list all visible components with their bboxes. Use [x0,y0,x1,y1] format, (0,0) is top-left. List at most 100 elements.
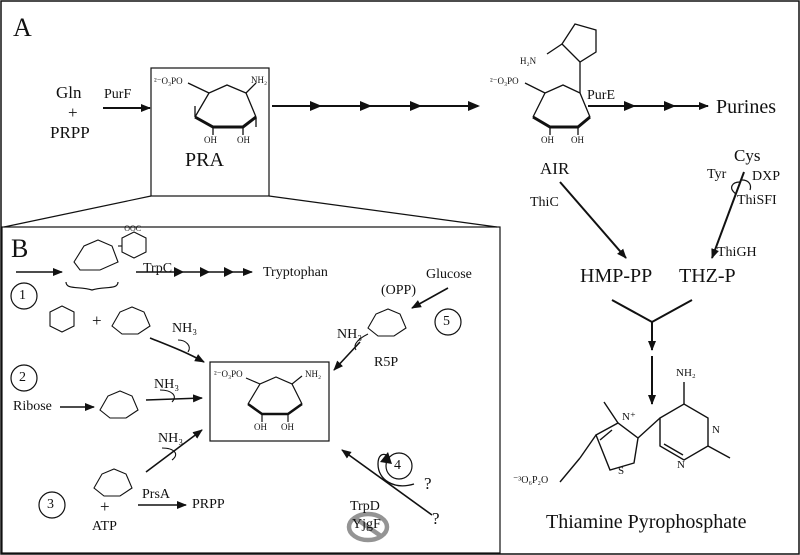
pra-label: PRA [185,149,224,171]
pra-b-nh2-label: NH₂ [305,369,322,379]
trpc-arrowheads [174,267,234,277]
purines-label: Purines [716,96,776,118]
pra-nh2-label: NH₂ [251,75,268,85]
zoom-line-left [3,195,152,228]
tyr-curve [731,181,741,195]
route5-arrow [333,341,361,371]
thiamine-n1-label: N [712,424,720,436]
air-label: AIR [540,159,570,178]
panel-b-label: B [11,234,29,263]
purf-label: PurF [104,87,132,102]
air-h2n-label: H₂N [520,56,537,66]
dxp-label: DXP [752,169,781,184]
route5-nh3-curve [354,333,369,351]
route1-anthranilate [49,305,75,333]
thiamine-p2o6-label: ⁻³O₆P₂O [513,475,549,486]
route1-number: 1 [19,288,26,303]
route3-ring [93,468,133,497]
dxp-curve [741,179,752,191]
route1-arrow [149,337,205,363]
pra-b-oh1-label: OH [254,422,267,432]
thz-arrow [711,171,745,259]
air-oh1-label: OH [541,135,554,145]
atp-label: ATP [92,519,117,534]
ribose-label: Ribose [13,399,52,414]
gln-label: Gln [56,83,82,102]
thic-label: ThiC [530,195,559,210]
trpd-label: TrpD [350,499,380,514]
prpp-b-label: PRPP [192,497,225,512]
thiamine-n2-label: N [677,459,685,471]
route3-plus: + [100,497,110,516]
route-circles [10,282,462,519]
thz-p-label: THZ-P [679,265,736,287]
purine-pathway-arrowheads [310,101,480,111]
route5-nh3: NH₃ [337,327,363,342]
question-1: ? [424,474,432,493]
route4-number: 4 [394,458,401,473]
cys-label: Cys [734,146,761,165]
air-structure [524,23,597,135]
thiamine-s-label: S [618,465,625,477]
yjgf-no-symbol [346,511,390,543]
pra-structure-b [245,375,303,422]
tryptophan-label: Tryptophan [263,265,328,280]
route5-ring [367,308,407,337]
route1-nh3-curve [177,339,190,353]
air-oh2-label: OH [571,135,584,145]
question-2: ? [432,509,440,528]
pra-box [150,67,270,197]
panel-a-label: A [13,13,32,42]
trpc-label: TrpC [143,261,173,276]
thiamine-nh2-label: NH₂ [676,367,696,379]
route2-nh3-curve [159,389,175,403]
opp-label: (OPP) [381,283,417,298]
prpp-label: PRPP [50,123,90,142]
thigh-label: ThiGH [717,245,757,260]
route3-nh3: NH₃ [158,431,184,446]
pra-b-oh2-label: OH [281,422,294,432]
route3-nh3-curve [161,447,177,461]
thiamine-n-plus-label: N⁺ [622,411,636,423]
pra-box-b [209,361,330,442]
glucose-arrow [411,287,449,309]
route3-number: 3 [47,497,54,512]
thiamine-label: Thiamine Pyrophosphate [546,511,747,533]
pure-arrowheads [624,101,676,111]
yjgf-label: YjgF [352,517,381,532]
pra-oh1-label: OH [204,135,217,145]
ooc-label: ⁻OOC [120,224,142,233]
tyr-label: Tyr [707,167,727,182]
pure-label: PurE [587,88,615,103]
air-po3-label: ²⁻O₃PO [490,76,519,86]
route2-nh3: NH₃ [154,377,180,392]
pra-b-po3-label: ²⁻O₃PO [214,369,243,379]
prsa-label: PrsA [142,487,171,502]
thisfi-label: ThiSFI [737,193,777,208]
route1-brace [65,281,119,291]
route4-curve [377,453,415,487]
plus-label: + [68,103,78,122]
hmp-pp-label: HMP-PP [580,265,653,287]
r5p-label: R5P [374,355,399,370]
route1-plus: + [92,311,102,330]
pra-oh2-label: OH [237,135,250,145]
glucose-label: Glucose [426,267,472,282]
route5-number: 5 [443,314,450,329]
route4-curve-head [380,452,392,464]
route1-prpp-ring [111,306,151,335]
route1-structure [73,231,147,271]
pra-structure-a [187,82,257,135]
pra-po3-label: ²⁻O₃PO [154,76,183,86]
zoom-line-right [268,195,498,228]
route2-ring [99,390,139,419]
thiamine-structure [559,382,731,483]
thic-arrow [559,181,627,259]
merge-lines [611,299,693,324]
route1-nh3: NH₃ [172,321,198,336]
panel-b-box [1,226,501,554]
route4-arrow [341,449,433,516]
